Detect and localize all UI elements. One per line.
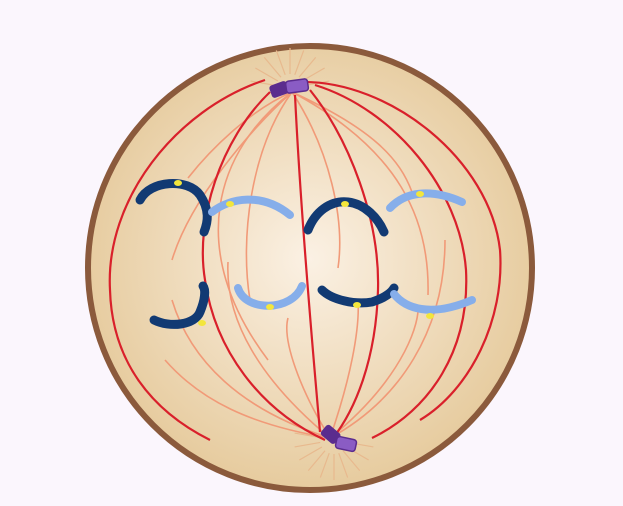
centromere <box>266 304 274 310</box>
centromere <box>353 302 361 308</box>
centromere <box>426 313 434 319</box>
centromere <box>198 320 206 326</box>
centromere <box>226 201 234 207</box>
centromere <box>341 201 349 207</box>
centromere <box>416 191 424 197</box>
centromere <box>174 180 182 186</box>
